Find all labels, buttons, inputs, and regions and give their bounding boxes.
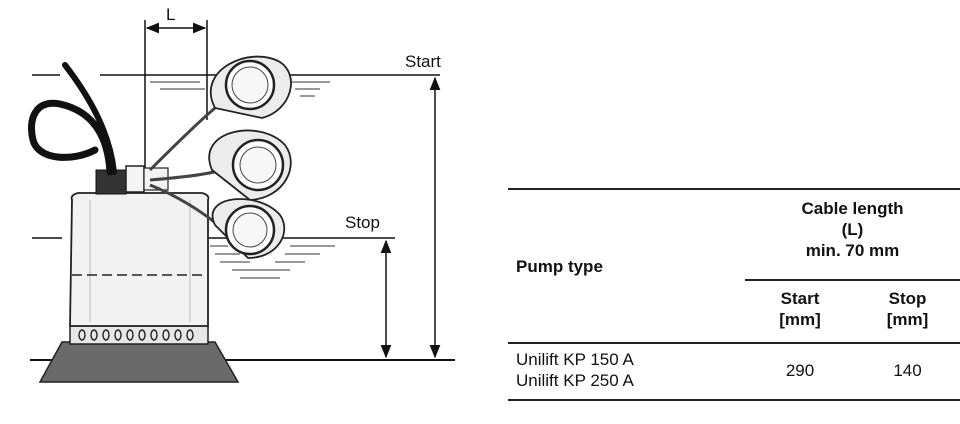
- header-stop: Stop [mm]: [886, 289, 929, 329]
- row-start-value: 290: [785, 361, 815, 380]
- subheader-rule: [745, 279, 960, 281]
- float-switch-middle: [208, 129, 292, 201]
- header-cable-length: Cable length (L) min. 70 mm: [801, 199, 904, 260]
- dimension-l: L: [144, 5, 208, 175]
- table-bottom-rule: [508, 399, 960, 401]
- row-pump-types: Unilift KP 150 A Unilift KP 250 A: [516, 350, 634, 390]
- row-stop-value: 140: [893, 361, 922, 380]
- stop-label: Stop: [345, 213, 380, 232]
- float-switch-top: [209, 55, 292, 119]
- header-pump-type: Pump type: [516, 257, 603, 276]
- start-height-dimension: Start: [405, 52, 441, 359]
- dimension-l-label: L: [166, 5, 175, 24]
- float-switch-bottom: [211, 198, 286, 259]
- pump-spec-table: Pump type Cable length (L) min. 70 mm St…: [508, 188, 960, 401]
- pump-illustration: [28, 62, 240, 383]
- table-top-rule: [508, 188, 960, 190]
- header-start: Start [mm]: [779, 289, 821, 329]
- header-bottom-rule: [508, 342, 960, 344]
- stop-height-dimension: Stop: [345, 213, 392, 359]
- start-label: Start: [405, 52, 441, 71]
- pump-float-switch-diagram: L Start Stop: [28, 5, 455, 383]
